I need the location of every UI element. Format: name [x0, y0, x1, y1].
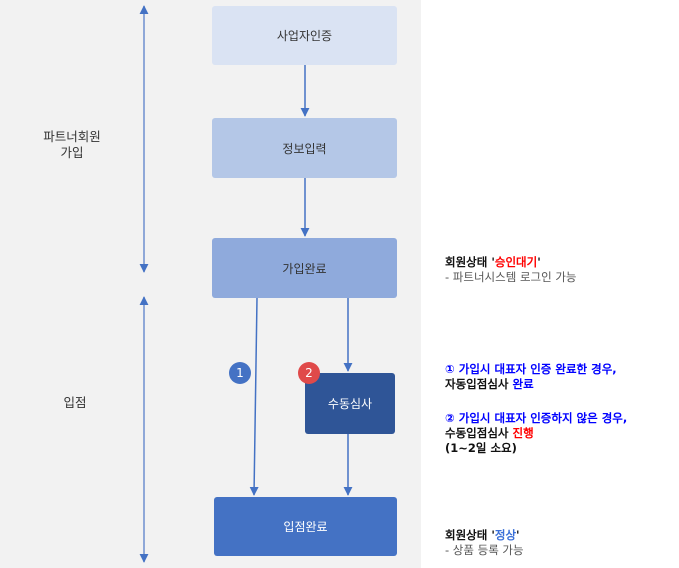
- stage-partner-signup-line1: 파트너회원: [43, 129, 101, 144]
- signup-complete-label: 가입완료: [282, 261, 327, 276]
- biz-auth-label: 사업자인증: [276, 29, 333, 43]
- case-two-line1: ② 가입시 대표자 인증하지 않은 경우,: [445, 411, 628, 425]
- normal-status-line: 회원상태 '정상': [445, 528, 524, 543]
- case-two-line2-status: 진행: [512, 426, 534, 440]
- badge-path-two: 2: [298, 362, 320, 384]
- entry-complete-label: 입점완료: [283, 520, 328, 534]
- case-one-line2: 자동입점심사 완료: [445, 377, 617, 392]
- case-one-note: ① 가입시 대표자 인증 완료한 경우, 자동입점심사 완료: [445, 362, 617, 392]
- normal-status-value: 정상: [494, 528, 517, 542]
- pending-status-line: 회원상태 '승인대기': [445, 255, 577, 270]
- pending-status-value: 승인대기: [494, 255, 538, 269]
- arrow-signup-to-entry: [249, 297, 259, 496]
- normal-status-suffix: ': [516, 528, 520, 542]
- case-two-line3: (1~2일 소요): [445, 441, 517, 455]
- case-two-note: ② 가입시 대표자 인증하지 않은 경우, 수동입점심사 진행 (1~2일 소요…: [445, 411, 627, 456]
- pending-status-detail: - 파트너시스템 로그인 가능: [445, 270, 577, 284]
- case-one-line1: ① 가입시 대표자 인증 완료한 경우,: [445, 362, 617, 376]
- pending-status-note: 회원상태 '승인대기' - 파트너시스템 로그인 가능: [445, 255, 577, 285]
- normal-status-prefix: 회원상태 ': [445, 528, 495, 542]
- biz-auth-box: 사업자인증: [212, 6, 397, 65]
- stage-partner-signup-line2: 가입: [60, 145, 84, 160]
- manual-review-box: 수동심사: [305, 373, 395, 434]
- info-input-label: 정보입력: [282, 141, 327, 156]
- pending-status-suffix: ': [537, 255, 541, 269]
- case-one-line2-status: 완료: [512, 377, 534, 391]
- case-two-line2-prefix: 수동입점심사: [445, 426, 513, 440]
- case-two-line2: 수동입점심사 진행: [445, 426, 627, 441]
- info-input-box: 정보입력: [212, 118, 397, 178]
- case-one-line2-prefix: 자동입점심사: [445, 377, 513, 391]
- signup-complete-box: 가입완료: [212, 238, 397, 298]
- badge-path-one: 1: [229, 362, 251, 384]
- normal-status-note: 회원상태 '정상' - 상품 등록 가능: [445, 528, 524, 558]
- stage-store-entry: 입점: [63, 395, 87, 410]
- normal-status-detail: - 상품 등록 가능: [445, 543, 524, 557]
- manual-review-label: 수동심사: [327, 397, 373, 411]
- entry-complete-box: 입점완료: [214, 497, 397, 556]
- stage-partner-signup: 파트너회원 가입: [30, 129, 114, 161]
- pending-status-prefix: 회원상태 ': [445, 255, 495, 269]
